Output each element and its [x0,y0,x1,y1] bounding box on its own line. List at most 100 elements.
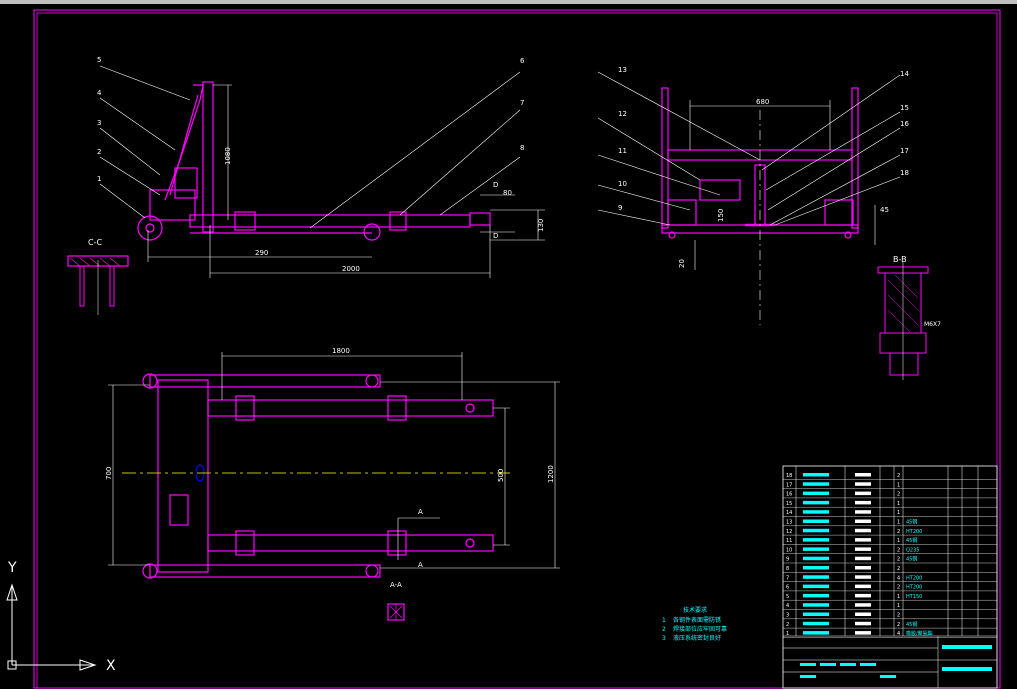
plan-cross-frame [157,379,209,573]
bom-item-qty: 2 [897,557,900,563]
plan-top-seg-1 [235,395,255,421]
bom-item-code-bar [855,482,871,486]
fork-segment-1 [234,211,256,231]
section-aa[interactable]: A-A [387,581,405,621]
pump-body [174,167,198,199]
bom-item-no: 1 [786,631,789,637]
steer-wheel-hub [145,223,155,233]
dim-fork-height: 130 [537,219,545,232]
part-label-5: 5 [97,56,101,64]
load-roller [363,223,381,241]
part-label-6: 6 [520,57,525,65]
left-post [661,87,669,229]
part-label-8: 8 [520,144,524,152]
dim-outer-width: 700 [105,467,113,480]
ucs-icon [6,583,97,671]
dim-front-width: 680 [756,98,769,106]
bom-item-qty: 2 [897,566,900,572]
right-foot [844,231,852,239]
part-label-11: 11 [618,147,627,155]
bom-item-no: 2 [786,622,789,628]
bom-item-qty: 1 [897,603,900,609]
bom-item-code-bar [855,566,871,570]
part-label-2: 2 [97,148,101,156]
plan-bottom-fork-lower [149,564,381,578]
fork-tip [469,212,491,226]
part-label-17: 17 [900,147,909,155]
part-label-12: 12 [618,110,627,118]
bom-item-code-bar [855,631,871,635]
bom-item-no: 12 [786,529,792,535]
bom-item-qty: 2 [897,547,900,553]
mid-plate [699,179,741,201]
section-bb-label: B-B [893,255,907,264]
side-view[interactable] [137,81,491,241]
ucs-y-label: Y [7,560,17,576]
bom-border [782,465,998,689]
plan-top-seg-2 [387,395,407,421]
bom-item-code-bar [855,473,871,477]
bom-item-name-bar [803,547,829,551]
plan-bottom-roller [365,564,379,578]
bom-item-name-bar [803,491,829,496]
part-label-3: 3 [97,119,101,127]
bom-item-name-bar [803,510,829,514]
plan-bottom-seg-2 [387,530,407,556]
bom-item-code-bar [855,491,871,496]
note-1-text: 各钢件表面需防锈 [673,616,721,624]
bom-item-name-bar [803,621,829,626]
dim-height: 1080 [224,147,232,165]
part-label-10: 10 [618,180,627,188]
bom-item-code-bar [855,603,871,607]
bom-item-name-bar [803,584,829,589]
dim-side: 45 [880,206,889,214]
part-label-9: 9 [618,204,622,212]
bom-item-name-bar [803,575,829,579]
fork-beam [189,214,471,228]
bom-item-name-bar [803,603,829,607]
bom-item-name-bar [803,528,829,533]
bom-item-material: 45钢 [906,537,917,544]
bom-item-qty: 1 [897,520,900,526]
dim-clearance: 20 [678,259,686,268]
part-label-4: 4 [97,89,102,97]
bom-item-qty: 2 [897,529,900,535]
dim-total-length: 2000 [342,265,360,273]
technical-notes: 技术要求 1 各钢件表面需防锈 2 焊接部位应牢固可靠 3 液压系统密封良好 [662,606,727,642]
part-label-18: 18 [900,169,909,177]
side-view-dims [99,65,545,278]
section-bb-note: M6X7 [924,321,941,328]
bom-item-code-bar [855,612,871,616]
left-foot [668,231,676,239]
bom-item-qty: 1 [897,538,900,544]
notes-title: 技术要求 [683,606,707,614]
bom-item-no: 6 [786,585,789,591]
section-aa-label: A-A [390,581,402,589]
bom-item-name-bar [803,482,829,486]
bom-item-material: Q235 [906,547,919,553]
plan-top-roller [365,374,379,388]
section-bb[interactable]: B-B M6X7 [877,255,941,380]
bom-item-name-bar [803,473,829,477]
bom-item-no: 10 [786,547,792,553]
bom-item-name-bar [803,556,829,561]
bom-item-code-bar [855,528,871,533]
bom-item-material: HT200 [906,585,922,591]
note-2-text: 焊接部位应牢固可靠 [673,625,727,633]
bom-item-qty: 2 [897,473,900,479]
plan-top-fork [207,399,494,417]
plan-view[interactable] [142,373,494,579]
section-cc[interactable]: C-C [67,238,129,315]
section-mark-d-bottom: D [493,232,498,240]
fork-segment-2 [389,211,407,231]
note-2-num: 2 [662,626,666,633]
note-3-num: 3 [662,635,666,642]
part-label-13: 13 [618,66,627,74]
bom-item-qty: 1 [897,594,900,600]
bom-item-code-bar [855,593,871,598]
bom-item-no: 7 [786,575,789,581]
part-label-7: 7 [520,99,524,107]
